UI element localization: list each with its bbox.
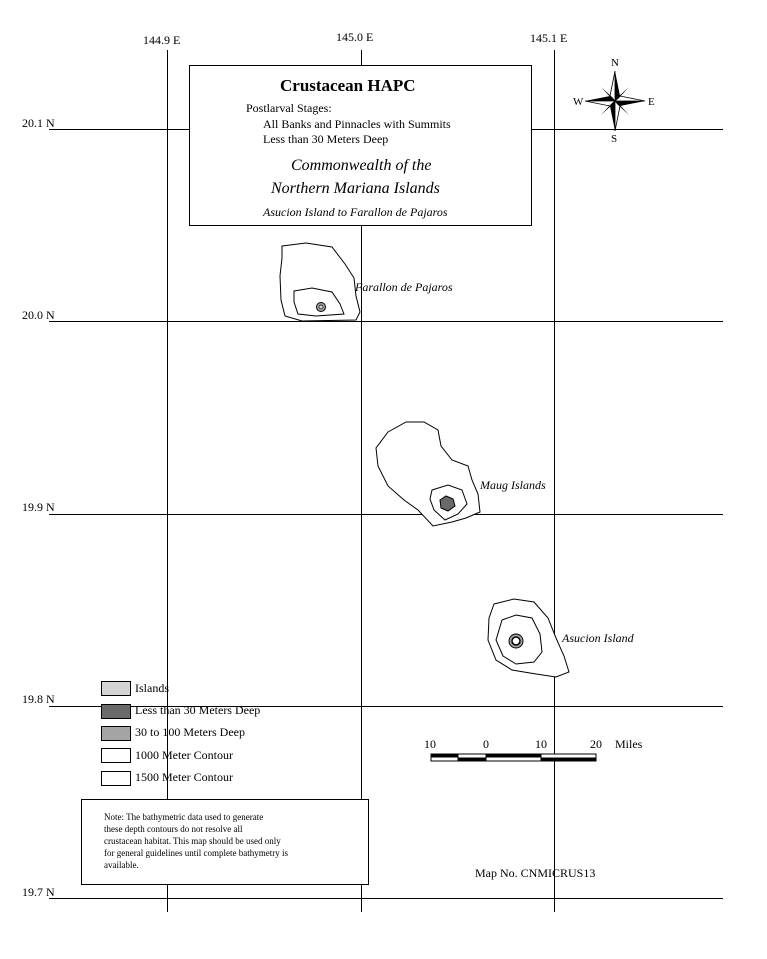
scale-label-0: 0 — [483, 737, 489, 751]
longitude-label-145-1: 145.1 E — [530, 31, 568, 45]
place-label-asucion: Asucion Island — [562, 631, 634, 645]
map-title: Crustacean HAPC — [280, 76, 416, 95]
legend-label-30-to-100m: 30 to 100 Meters Deep — [135, 725, 245, 739]
compass-w-label: W — [573, 96, 584, 108]
note-line-5: available. — [104, 860, 139, 870]
farallon-island — [318, 304, 324, 310]
longitude-label-145-0: 145.0 E — [336, 30, 374, 44]
farallon-1000m-contour — [293, 287, 345, 317]
legend-label-less-than-30m: Less than 30 Meters Deep — [135, 703, 261, 717]
region-line-2: Northern Mariana Islands — [271, 180, 440, 197]
scale-label-10-left: 10 — [424, 737, 436, 751]
subtitle-line-3: Less than 30 Meters Deep — [263, 132, 389, 146]
note-line-1: Note: The bathymetric data used to gener… — [104, 812, 264, 822]
compass-rose-icon — [584, 70, 646, 132]
legend-label-1500m: 1500 Meter Contour — [135, 770, 233, 784]
note-line-2: these depth contours do not resolve all — [104, 824, 243, 834]
note-line-4: for general guidelines until complete ba… — [104, 848, 288, 858]
scale-label-20: 20 — [590, 737, 602, 751]
maug-1500m-contour — [375, 421, 481, 527]
scale-label-10: 10 — [535, 737, 547, 751]
parallel-19-9 — [49, 514, 723, 515]
note-line-3: crustacean habitat. This map should be u… — [104, 836, 281, 846]
parallel-20-0 — [49, 321, 723, 322]
region-line-1: Commonwealth of the — [291, 157, 432, 174]
subtitle-line-1: Postlarval Stages: — [246, 101, 332, 115]
parallel-19-8 — [49, 706, 723, 707]
region-subtitle: Asucion Island to Farallon de Pajaros — [263, 205, 448, 219]
latitude-label-19-7: 19.7 N — [22, 885, 55, 899]
compass-e-label: E — [648, 96, 655, 108]
title-box: Crustacean HAPC Postlarval Stages: All B… — [189, 65, 532, 226]
scale-unit: Miles — [615, 737, 643, 751]
latitude-label-19-9: 19.9 N — [22, 500, 55, 514]
legend-label-islands: Islands — [135, 681, 169, 695]
legend-label-1000m: 1000 Meter Contour — [135, 748, 233, 762]
legend-swatch-1500m — [101, 771, 131, 786]
scale-bar — [430, 753, 597, 762]
parallel-19-7 — [49, 898, 723, 899]
legend-swatch-30-to-100m — [101, 726, 131, 741]
longitude-label-144-9: 144.9 E — [143, 33, 181, 47]
map-number: Map No. CNMICRUS13 — [475, 866, 596, 880]
place-label-farallon: Farallon de Pajaros — [355, 280, 453, 294]
compass-s-label: S — [611, 133, 618, 145]
asucion-island — [511, 636, 521, 646]
subtitle-line-2: All Banks and Pinnacles with Summits — [263, 117, 451, 131]
note-box: Note: The bathymetric data used to gener… — [81, 799, 369, 885]
legend-swatch-1000m — [101, 748, 131, 763]
meridian-144-9 — [167, 50, 168, 912]
meridian-145-0 — [361, 50, 362, 912]
legend-swatch-less-than-30m — [101, 704, 131, 719]
legend-swatch-islands — [101, 681, 131, 696]
latitude-label-19-8: 19.8 N — [22, 692, 55, 706]
compass-n-label: N — [611, 57, 619, 69]
latitude-label-20-0: 20.0 N — [22, 308, 55, 322]
place-label-maug: Maug Islands — [480, 478, 546, 492]
latitude-label-20-1: 20.1 N — [22, 116, 55, 130]
maug-30-100m-area — [439, 495, 456, 512]
meridian-145-1 — [554, 50, 555, 912]
